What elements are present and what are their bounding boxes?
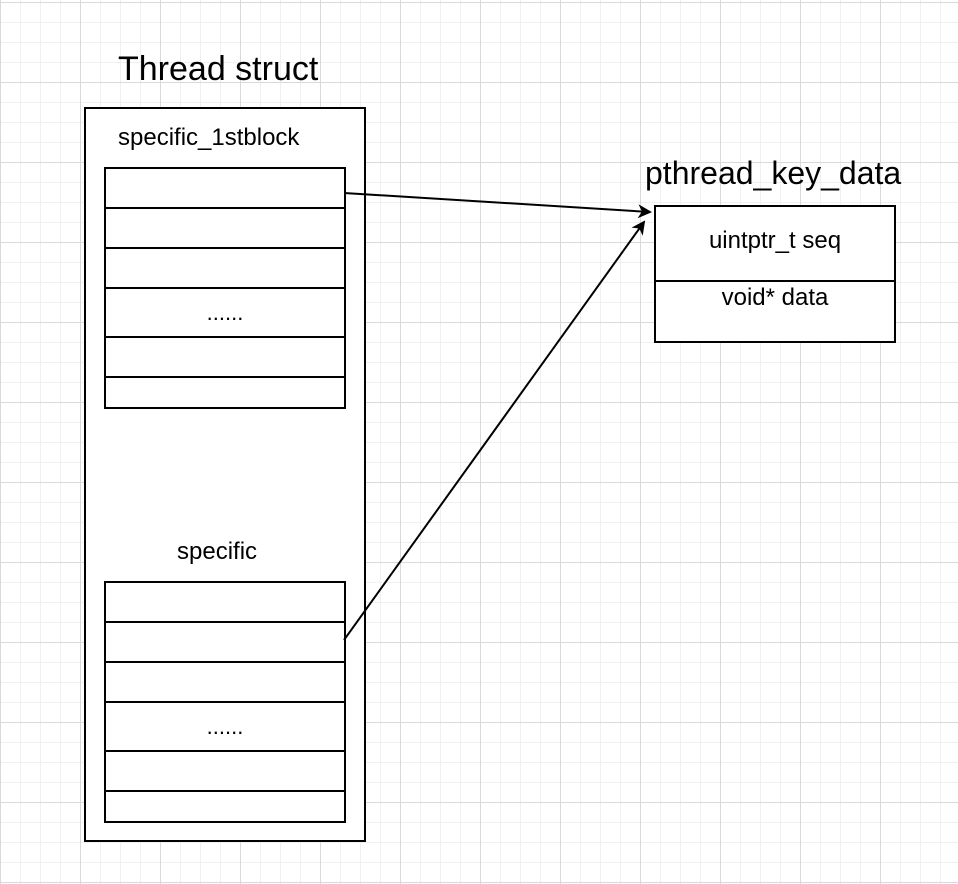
specific-slot: [106, 663, 344, 703]
block-slot: [106, 378, 344, 407]
specific-array: ......: [104, 581, 346, 823]
block-to-key-data-arrow: [343, 192, 652, 219]
block-slot-ellipsis: ......: [106, 289, 344, 338]
specific-slot: [106, 752, 344, 792]
pthread-key-data-title: pthread_key_data: [645, 155, 902, 191]
block-slot: [106, 209, 344, 249]
block-slot: [106, 169, 344, 209]
seq-field: uintptr_t seq: [656, 207, 894, 282]
specific-slot: [106, 792, 344, 821]
specific-label: specific: [177, 538, 258, 565]
specific-slot-ellipsis: ......: [106, 703, 344, 752]
data-field: void* data: [721, 284, 829, 311]
specific-1stblock-label: specific_1stblock: [118, 124, 300, 151]
block-slot: [106, 249, 344, 289]
pthread-key-data-box: uintptr_t seq void* data: [654, 205, 896, 343]
specific-to-key-data-arrow: [343, 220, 646, 641]
block-slot: [106, 338, 344, 378]
specific-slot: [106, 623, 344, 663]
thread-struct-title: Thread struct: [118, 50, 319, 88]
specific-1stblock-array: ......: [104, 167, 346, 409]
specific-slot: [106, 583, 344, 623]
